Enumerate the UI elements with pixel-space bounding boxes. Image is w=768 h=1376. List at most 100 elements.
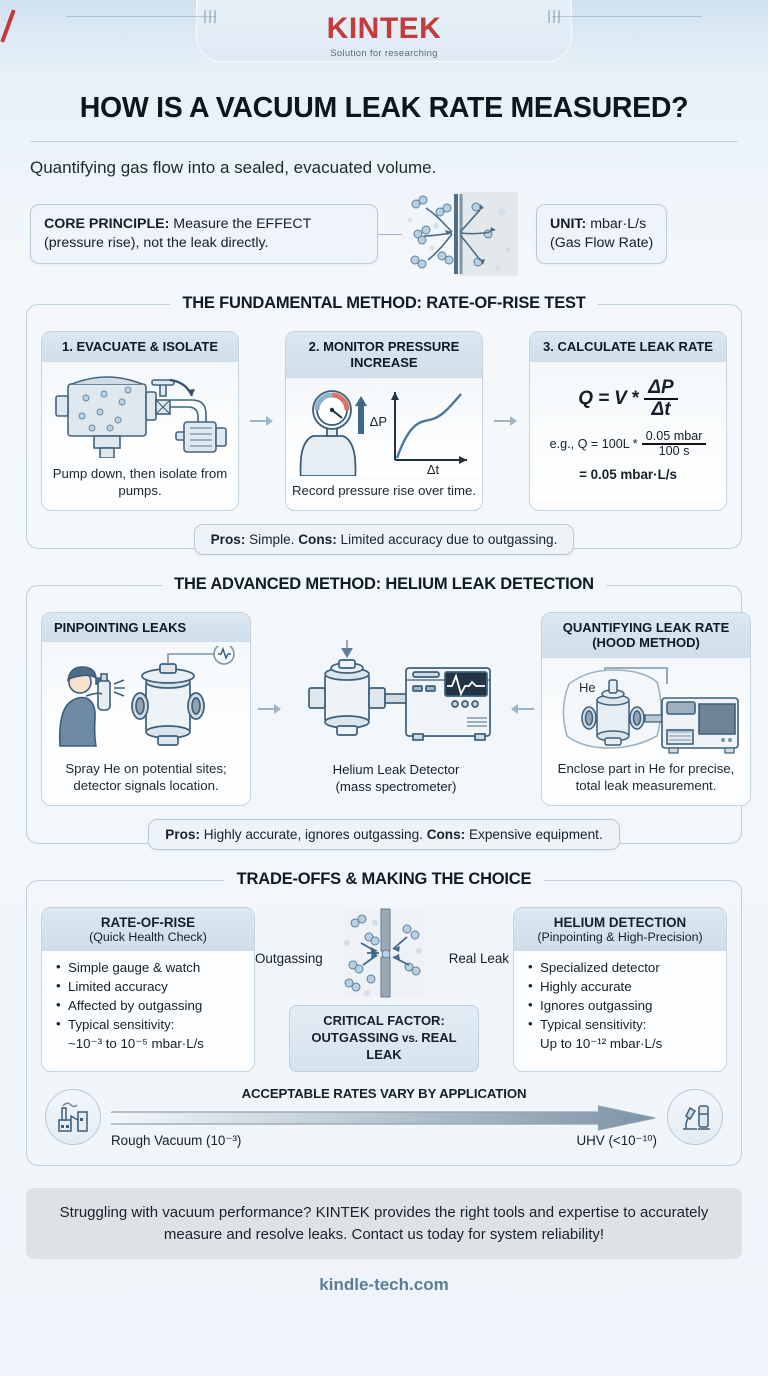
he-left-caption: Spray He on potential sites; detector si… [65, 761, 227, 794]
he-gas-label: He [579, 680, 596, 695]
formula-eq: = [598, 388, 610, 410]
application-endpoints: Rough Vacuum (10⁻³) UHV (<10⁻¹⁰) [111, 1133, 657, 1149]
formula-denominator: Δt [651, 399, 671, 421]
section-helium-detection: THE ADVANCED METHOD: HELIUM LEAK DETECTI… [26, 574, 751, 851]
unit-chip: UNIT: mbar·L/s (Gas Flow Rate) [536, 203, 668, 265]
he-mid-caption: Helium Leak Detector (mass spectrometer) [289, 756, 503, 806]
brand-logo: KINTEK Solution for researching [0, 9, 768, 59]
critical-factor-line2: OUTGASSING vs. REAL LEAK [296, 1030, 472, 1064]
chart-y-label: ΔP [370, 414, 387, 429]
to-left-list: Simple gauge & watch Limited accuracy Af… [42, 951, 254, 1063]
label-outgassing: Outgassing [255, 951, 323, 967]
core-principle-chip: CORE PRINCIPLE: Measure the EFFECT (pres… [30, 203, 378, 265]
he-right-head-line2: (HOOD METHOD) [592, 635, 700, 651]
header-deco-line-left [66, 16, 216, 17]
technician-spray-illustration [42, 642, 250, 755]
flow-arrow-1 [249, 331, 275, 511]
to-left-head-block: RATE-OF-RISE (Quick Health Check) [42, 908, 254, 952]
vacuum-chamber-pump-illustration [42, 361, 238, 459]
s1-pros-label: Pros: [210, 531, 246, 547]
application-range-bar: ACCEPTABLE RATES VARY BY APPLICATION Rou… [41, 1086, 727, 1149]
list-item: Ignores outgassing [528, 996, 716, 1016]
brand-name: KINTEK [326, 12, 442, 45]
critical-factor-box: CRITICAL FACTOR: OUTGASSING vs. REAL LEA… [289, 1005, 479, 1072]
s2-cons-text: Expensive equipment. [465, 827, 603, 843]
application-title: ACCEPTABLE RATES VARY BY APPLICATION [241, 1085, 527, 1101]
card-pinpointing-leaks[interactable]: PINPOINTING LEAKS [41, 611, 251, 807]
formula-example-den: 100 s [658, 444, 690, 459]
s2-cons-label: Cons: [426, 827, 466, 843]
card-calculate-leak-rate[interactable]: 3. CALCULATE LEAK RATE Q = V * ΔP Δt [529, 331, 727, 511]
list-item: Limited accuracy [56, 977, 244, 997]
critical-a: OUTGASSING [311, 1030, 399, 1045]
site-url: kindle-tech.com [319, 1275, 449, 1295]
unit-sub: (Gas Flow Rate) [550, 235, 654, 251]
formula-numerator: ΔP [644, 377, 678, 401]
card-rate-of-rise-tradeoff[interactable]: RATE-OF-RISE (Quick Health Check) Simple… [41, 907, 255, 1072]
s1-cons-label: Cons: [298, 531, 337, 547]
he-arrow-right [509, 612, 535, 807]
section2-proscons-row: Pros: Highly accurate, ignores outgassin… [41, 798, 727, 851]
gas-permeation-illustration [402, 190, 522, 278]
he-arrow-left [257, 612, 283, 807]
to-left-sens-value: ~10⁻³ to 10⁻⁵ mbar·L/s [68, 1035, 204, 1051]
card-hood-method[interactable]: QUANTIFYING LEAK RATE (HOOD METHOD) He [541, 611, 751, 807]
formula-v: V [614, 388, 627, 410]
title-divider [30, 141, 738, 142]
label-real-leak: Real Leak [448, 951, 509, 967]
he-right-head-line1: QUANTIFYING LEAK RATE [562, 619, 730, 635]
list-item: Highly accurate [528, 977, 716, 997]
to-left-sens-label: Typical sensitivity: [68, 1016, 175, 1032]
critical-vs: vs. [398, 1033, 422, 1045]
he-mid-caption-line2: (mass spectrometer) [335, 779, 457, 795]
s2-pros-text: Highly accurate, ignores outgassing. [200, 827, 427, 843]
hatch-left-icon [204, 10, 222, 23]
intro-connector [378, 233, 402, 235]
flow-arrow-2 [493, 331, 519, 511]
he-left-head: PINPOINTING LEAKS [42, 612, 250, 643]
application-scale: ACCEPTABLE RATES VARY BY APPLICATION Rou… [107, 1085, 657, 1149]
card3-head: 3. CALCULATE LEAK RATE [530, 332, 726, 362]
chart-x-label: Δt [427, 462, 440, 476]
application-arrow [107, 1105, 657, 1131]
card-evacuate-isolate[interactable]: 1. EVACUATE & ISOLATE [41, 331, 239, 511]
microscope-icon [667, 1089, 723, 1146]
tradeoffs-row: RATE-OF-RISE (Quick Health Check) Simple… [41, 907, 727, 1072]
header: KINTEK Solution for researching [0, 0, 768, 78]
to-right-sub: (Pinpointing & High-Precision) [537, 930, 703, 945]
brand-slash-icon [0, 9, 16, 43]
card1-head: 1. EVACUATE & ISOLATE [42, 332, 238, 362]
section1-proscons-row: Pros: Simple. Cons: Limited accuracy due… [41, 503, 727, 555]
header-plate [196, 0, 572, 62]
critical-factor-block: Outgassing Real Leak CRITICAL FACTOR: OU… [255, 907, 509, 1072]
to-right-sens-label: Typical sensitivity: [540, 1016, 647, 1032]
list-item: Typical sensitivity: ~10⁻³ to 10⁻⁵ mbar·… [56, 1015, 244, 1054]
list-item: Affected by outgassing [56, 996, 244, 1016]
card-helium-detection-tradeoff[interactable]: HELIUM DETECTION (Pinpointing & High-Pre… [513, 907, 727, 1072]
core-principle-label: CORE PRINCIPLE: [44, 215, 170, 232]
s1-pros-text: Simple. [245, 531, 299, 547]
card2-caption: Record pressure rise over time. [292, 482, 476, 498]
unit-label: UNIT: [550, 215, 587, 232]
formula-mul: * [631, 388, 640, 410]
brand-tagline: Solution for researching [330, 48, 438, 59]
mass-spectrometer-illustration [289, 612, 503, 757]
formula-result: = 0.05 mbar·L/s [579, 467, 677, 483]
section1-proscons-pill: Pros: Simple. Cons: Limited accuracy due… [193, 523, 575, 555]
he-right-head: QUANTIFYING LEAK RATE (HOOD METHOD) [542, 612, 750, 659]
card-monitor-pressure[interactable]: 2. MONITOR PRESSURE INCREASE [285, 331, 483, 511]
formula-q: Q [578, 388, 594, 410]
pressure-gauge-chart-illustration: ΔP Δt [286, 377, 482, 476]
to-right-list: Specialized detector Highly accurate Ign… [514, 951, 726, 1063]
section2-title: THE ADVANCED METHOD: HELIUM LEAK DETECTI… [162, 574, 606, 594]
formula-area: Q = V * ΔP Δt e.g., Q = 100L * [530, 361, 726, 500]
intro-lead: Quantifying gas flow into a sealed, evac… [30, 158, 437, 177]
core-principle-text: Measure the EFFECT (pressure rise), not … [44, 215, 312, 251]
list-item: Simple gauge & watch [56, 958, 244, 978]
to-left-sub: (Quick Health Check) [89, 930, 207, 945]
to-right-head: HELIUM DETECTION [553, 915, 687, 931]
section2-proscons-pill: Pros: Highly accurate, ignores outgassin… [148, 819, 620, 851]
section1-title: THE FUNDAMENTAL METHOD: RATE-OF-RISE TES… [170, 294, 598, 313]
he-right-caption: Enclose part in He for precise, total le… [557, 761, 735, 794]
